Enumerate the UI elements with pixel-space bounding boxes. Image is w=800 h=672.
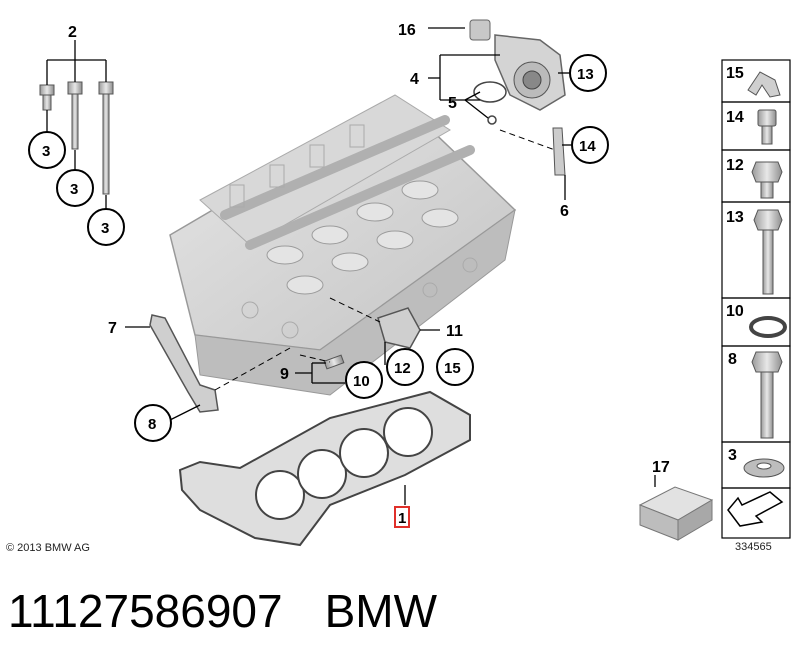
callout-5: 5 [448, 95, 457, 112]
head-bolts [39, 81, 114, 195]
legend-item-3: 3 [728, 447, 737, 464]
legend-item-10: 10 [726, 303, 744, 320]
svg-text:13: 13 [577, 66, 594, 83]
legend-item-13: 13 [726, 209, 744, 226]
bracket-part-11 [377, 307, 421, 349]
callout-2: 2 [68, 24, 77, 41]
callout-4: 4 [410, 71, 419, 88]
callout-10: 10 [345, 361, 383, 399]
svg-text:14: 14 [579, 138, 596, 155]
cylinder-head-illustration [169, 94, 517, 396]
svg-text:15: 15 [444, 360, 461, 377]
svg-text:10: 10 [353, 373, 370, 390]
hex-bolt-short-icon [751, 161, 783, 199]
part-number: 11127586907 [8, 585, 283, 637]
o-ring-icon [749, 316, 787, 338]
callout-9: 9 [280, 366, 289, 383]
callout-7: 7 [108, 320, 117, 337]
hex-bolt-long-icon [751, 351, 783, 439]
socket-screw-icon [757, 109, 777, 145]
arrow-icon [727, 491, 784, 527]
svg-text:3: 3 [101, 220, 109, 237]
callout-13: 13 [569, 54, 607, 92]
legend-column: 15 14 12 13 10 8 3 [721, 59, 791, 539]
vacuum-pump-assembly [469, 19, 566, 125]
svg-text:3: 3 [70, 181, 78, 198]
callout-17: 17 [652, 459, 670, 476]
long-bolt-icon [753, 209, 783, 295]
stud-bolt [323, 354, 345, 370]
assembly-lines [214, 129, 556, 391]
svg-text:3: 3 [42, 143, 50, 160]
callout-14: 14 [571, 126, 609, 164]
callout-6: 6 [560, 203, 569, 220]
legend-item-15: 15 [726, 65, 744, 82]
callout-11: 11 [446, 323, 463, 340]
part-box-17 [638, 486, 714, 541]
callout-3-second: 3 [56, 169, 94, 207]
callout-15: 15 [436, 348, 474, 386]
callout-3-first: 3 [28, 131, 66, 169]
parts-diagram: 2 3 3 3 16 4 5 13 14 6 7 8 9 10 11 12 15… [28, 19, 791, 547]
legend-item-12: 12 [726, 157, 744, 174]
callout-3-third: 3 [87, 208, 125, 246]
cylinder-head-gasket[interactable] [178, 390, 471, 547]
callout-1-highlighted: 1 [394, 506, 410, 528]
footer-caption: 11127586907 BMW [8, 584, 479, 638]
callouts: 2 3 3 3 16 4 5 13 14 6 7 8 9 10 11 12 15… [28, 22, 670, 528]
svg-text:1: 1 [398, 510, 406, 527]
callout-8: 8 [134, 404, 172, 442]
callout-12: 12 [386, 348, 424, 386]
drawing-number: 334565 [735, 541, 772, 553]
clip-icon [747, 71, 781, 98]
copyright-notice: © 2013 BMW AG [6, 542, 90, 554]
svg-text:8: 8 [148, 416, 156, 433]
legend-item-14: 14 [726, 109, 744, 126]
callout-16: 16 [398, 22, 416, 39]
washer-icon [743, 458, 785, 478]
legend-item-8: 8 [728, 351, 737, 368]
leader-lines [46, 27, 656, 505]
svg-text:12: 12 [394, 360, 411, 377]
bracket-part [552, 127, 566, 176]
lifting-bracket [149, 314, 219, 413]
brand-name: BMW [324, 585, 438, 637]
